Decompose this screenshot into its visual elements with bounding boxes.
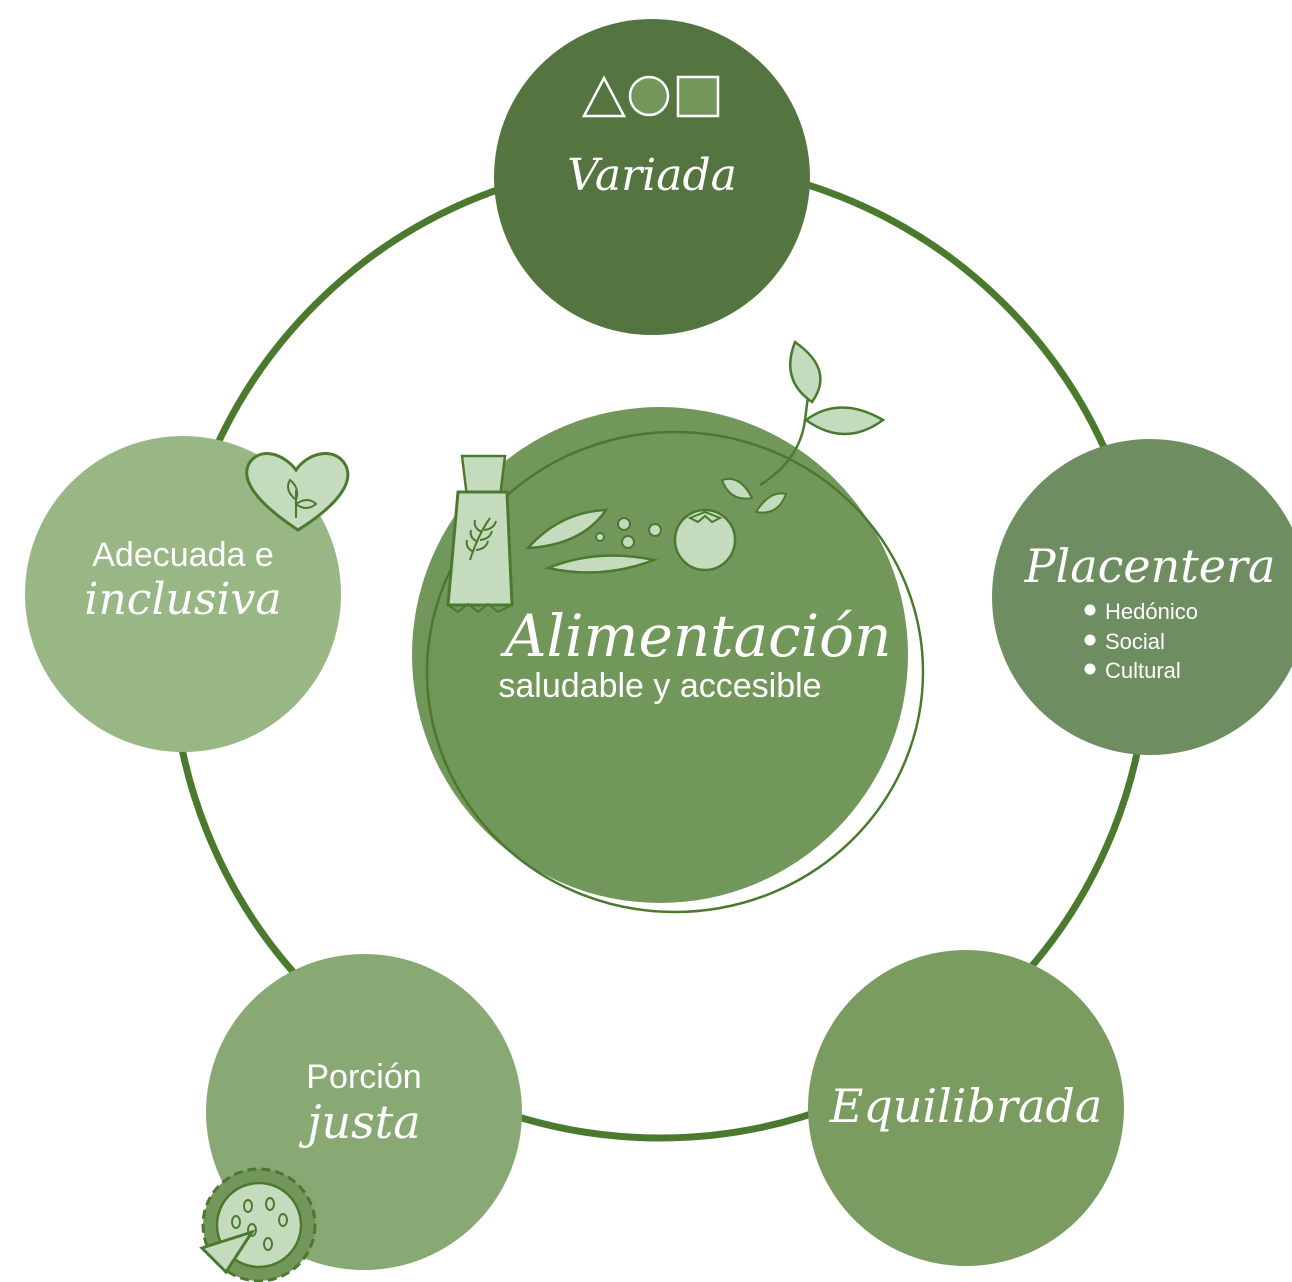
node-adecuada-label-line2: inclusiva xyxy=(84,574,281,625)
bullet-dot xyxy=(1084,663,1096,675)
center-node: Alimentación saludable y accesible xyxy=(412,340,925,914)
node-equilibrada-label: Equilibrada xyxy=(829,1079,1103,1133)
bullet-social: Social xyxy=(1105,629,1165,654)
tomato-icon xyxy=(673,508,737,572)
node-variada: Variada xyxy=(494,19,810,335)
granola-bar-icon xyxy=(446,454,514,614)
center-subtitle: saludable y accesible xyxy=(498,667,821,705)
placentera-bullets: Hedónico Social Cultural xyxy=(1084,599,1198,683)
bullet-dot xyxy=(1084,604,1096,616)
bullet-cultural: Cultural xyxy=(1105,658,1181,683)
node-porcion: Porción justa xyxy=(199,954,522,1282)
heart-sprout-icon xyxy=(245,452,350,532)
bullet-dot xyxy=(1084,634,1096,646)
node-adecuada: Adecuada e inclusiva xyxy=(25,436,350,752)
node-equilibrada: Equilibrada xyxy=(808,950,1124,1266)
node-adecuada-label-line1: Adecuada e xyxy=(92,536,274,574)
legumes-icon xyxy=(525,508,662,574)
node-porcion-label-line2: justa xyxy=(298,1095,420,1149)
center-title: Alimentación xyxy=(500,602,892,670)
bullet-hedonico: Hedónico xyxy=(1105,599,1198,624)
node-placentera-label: Placentera xyxy=(1024,539,1276,593)
node-placentera: Placentera Hedónico Social Cultural xyxy=(992,439,1292,755)
shapes-icon xyxy=(581,75,720,118)
node-variada-label: Variada xyxy=(567,150,737,201)
sprout-icon xyxy=(720,340,886,514)
node-porcion-label-line1: Porción xyxy=(306,1058,421,1096)
pizza-icon xyxy=(199,1167,317,1282)
